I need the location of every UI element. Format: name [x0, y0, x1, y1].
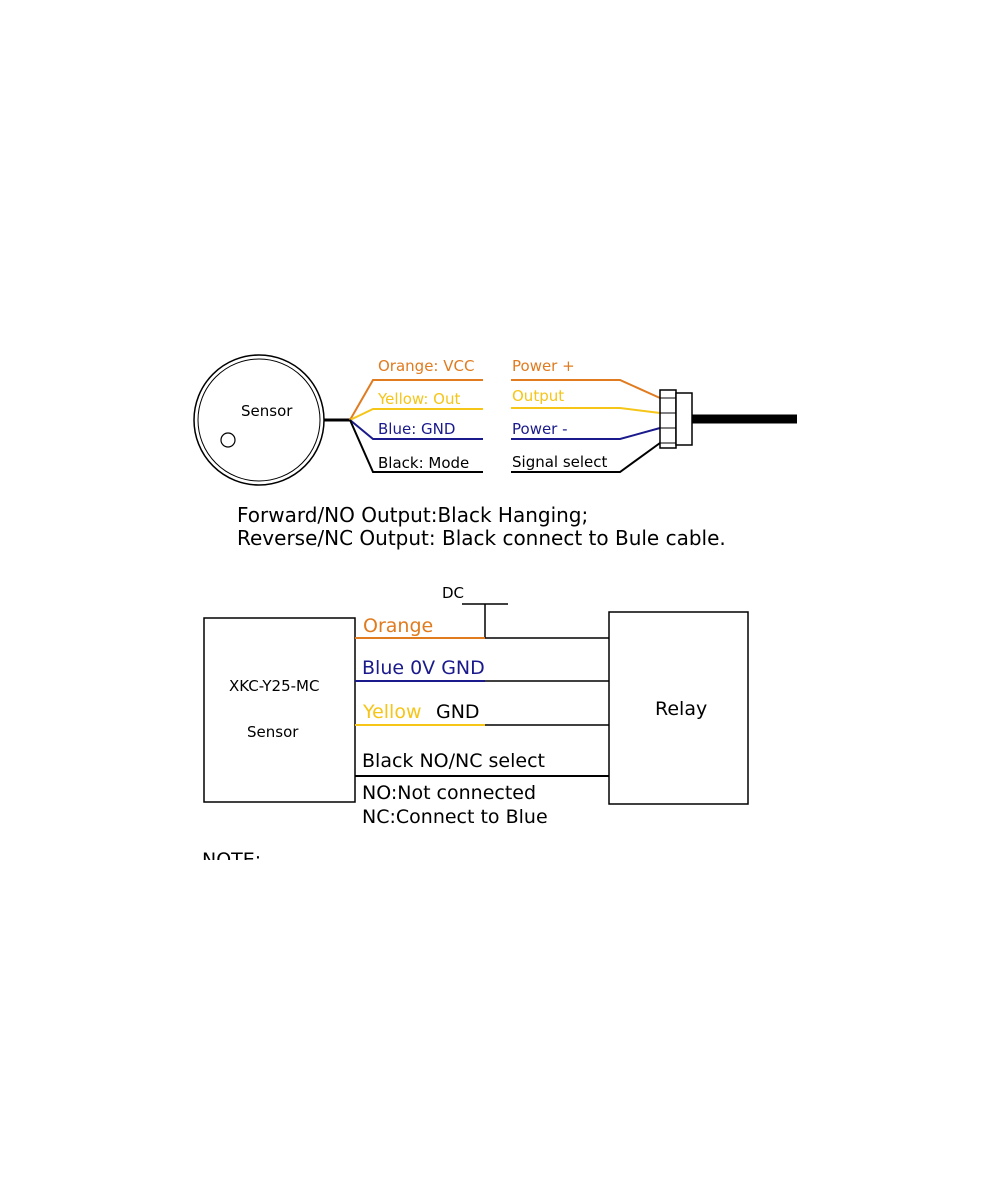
bottom-sensor-label: Sensor [247, 723, 299, 741]
wire-label-power-plus: Power + [512, 357, 575, 375]
no-note: NO:Not connected [362, 782, 536, 804]
sensor-body-inner [197, 358, 321, 482]
bottom-label-yellow: Yellow [362, 701, 422, 723]
wire-blue-left [349, 419, 483, 440]
note-heading: NOTE: [202, 849, 261, 871]
wire-black-left [349, 419, 483, 473]
sensor-indicator-dot [220, 432, 236, 448]
nc-note: NC:Connect to Blue [362, 806, 548, 828]
wire-label-power-minus: Power - [512, 420, 568, 438]
connector-plug [659, 389, 693, 449]
wire-label-blue-gnd: Blue: GND [378, 420, 455, 438]
sensor-model-label: XKC-Y25-MC [229, 677, 319, 695]
bottom-label-blue: Blue 0V GND [362, 657, 485, 679]
wire-label-black-mode: Black: Mode [378, 454, 469, 472]
sensor-body [193, 354, 325, 486]
sensor-box [203, 617, 356, 803]
relay-box [608, 611, 749, 805]
wire-black-right [511, 442, 661, 473]
bottom-label-black: Black NO/NC select [362, 750, 545, 772]
mode-note-line2: Reverse/NC Output: Black connect to Bule… [237, 526, 726, 550]
bottom-label-orange: Orange [363, 615, 433, 637]
wire-orange-left [349, 379, 483, 421]
wire-blue-right [511, 427, 661, 440]
top-sensor-label: Sensor [241, 402, 293, 420]
dc-label: DC [442, 584, 464, 602]
wire-yellow-left [349, 408, 483, 421]
wire-label-signal-select: Signal select [512, 453, 608, 471]
bottom-label-yellow-gnd: GND [436, 701, 480, 723]
wire-yellow-right [511, 407, 661, 414]
wire-label-output: Output [512, 387, 564, 405]
wire-label-orange-vcc: Orange: VCC [378, 357, 474, 375]
wire-orange-right [511, 379, 661, 399]
mode-note-line1: Forward/NO Output:Black Hanging; [237, 503, 588, 527]
wire-label-yellow-out: Yellow: Out [377, 390, 460, 408]
relay-label: Relay [655, 698, 707, 720]
